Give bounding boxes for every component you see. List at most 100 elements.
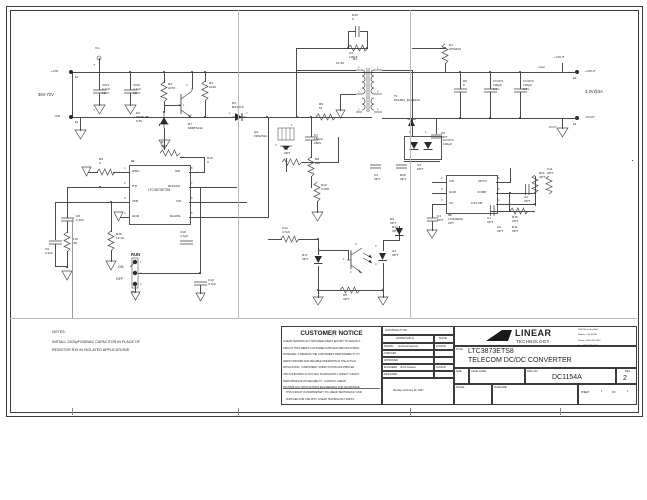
transformer-ref-t1: R1 [353, 57, 358, 61]
sheet-label: SHEET [581, 391, 590, 394]
approval-row-designer [382, 371, 434, 378]
wire-q1-base [164, 105, 181, 106]
notes-line-2: RESISTOR R19 IN ISOLATED APPLICATIONS [52, 347, 130, 352]
resistor-r3 [160, 81, 168, 103]
component-label-d4: COUT3 100µF [443, 138, 454, 146]
photodiode-u3 [378, 253, 387, 261]
node-r18-bot [66, 266, 69, 269]
diode-d3 [232, 113, 246, 121]
ic-u2-pinnum-5: 5 [498, 188, 500, 191]
ic-u2-pin-oc: OC [449, 201, 454, 205]
frame-tick-2 [238, 408, 239, 415]
company-addr-3: Phone: (408) 432-1900 [578, 339, 601, 342]
wire-u1-runss [189, 187, 237, 188]
node-ith [99, 186, 102, 189]
svg-text:1: 1 [377, 66, 379, 69]
notice-p-4: VERIFY PROPER AND RELIABLE OPERATION IN … [283, 359, 357, 363]
wire-r2-rail [412, 48, 445, 49]
jumper-jp1[interactable]: 1 2 3 [129, 257, 148, 292]
notice-p-6: CIRCUIT BOARD LAYOUT MAY SIGNIFICANTLY A… [283, 372, 360, 376]
net-label-minus-vout: -VOUT [548, 126, 557, 129]
wire-r18-bot [67, 251, 68, 268]
component-label-cout2: COUT1 100µF 6.3V [493, 79, 504, 91]
diode-d1 [407, 118, 416, 126]
component-label-r10: R10 0 [207, 156, 213, 164]
net-label-plus-vout: +VOUT [554, 55, 565, 59]
pin-q1-2: 2 [190, 114, 192, 117]
schematic-subtitle: TELECOM DC/DC CONVERTER [468, 357, 572, 364]
wire-r19-bus [318, 290, 384, 291]
transistor-opto-driver [347, 247, 363, 274]
component-label-d2: D2 PDZ6.8B 6.8V [136, 111, 149, 123]
approval-date-designer [434, 371, 454, 378]
ic-u2-opt: OPT [448, 221, 454, 225]
pin-d3-1: 1 [229, 112, 231, 115]
component-label-u4: U4 OPT [417, 163, 424, 171]
transformer-t1: 4 1 3 6 2 5 [356, 66, 382, 113]
component-label-cin2: CIN2 2.2µF 100V [133, 83, 142, 95]
ic-u1-pinnum-6: 6 [191, 197, 193, 200]
approval-row-engineer [382, 364, 434, 371]
schematic-title: LTC3873ETS8 [468, 348, 514, 355]
dwgno-cell [525, 368, 616, 384]
sheet-divider-h [10, 318, 637, 319]
wire-sec-d1 [412, 70, 413, 137]
diode-d2 [159, 112, 169, 128]
approval-role-engineer: ENGINEER [384, 366, 398, 369]
ic-u2-pin-gnd: GND [449, 190, 456, 194]
wire-d2-bot [164, 128, 165, 141]
filename-label: FILENAME: [494, 386, 508, 389]
wire-c10 [55, 202, 56, 240]
linear-logo-icon [486, 330, 512, 341]
title-cell [454, 346, 637, 368]
customer-notice-cell [281, 326, 382, 405]
terminal-ref-e4: E4 [75, 121, 79, 124]
wire-cout1-b [460, 92, 461, 118]
gnd-cin2 [124, 104, 137, 115]
dwgno-label: DWG NO [527, 370, 538, 373]
wire-cout3-b [520, 92, 521, 118]
wire-u1-sw-up [204, 157, 205, 173]
scale-label: SCALE: [456, 386, 465, 389]
resistor-r2 [441, 43, 449, 65]
gnd-r19-right [377, 296, 389, 306]
node-u2-comp [509, 192, 512, 195]
cage-label: CAGE CODE [471, 370, 487, 373]
date-label: DATE [439, 336, 447, 340]
date-stamp-cell [382, 378, 454, 405]
wire-voutret-gnd [562, 118, 563, 129]
terminal-sign-minus: − [93, 107, 96, 112]
pin-d2-1: 1 [159, 124, 161, 127]
resistor-r9 [96, 168, 116, 176]
approval-date-val-engineer: 10/04/06 [436, 366, 446, 369]
approval-row-checked [382, 350, 434, 357]
wire-c10-bot [55, 244, 56, 266]
ic-u1-pin-gnd: GND [132, 214, 139, 218]
ic-u1-body [129, 165, 191, 225]
wire-r1-rail [296, 48, 368, 49]
resistor-r6 [315, 113, 337, 121]
company-addr-2: Milpitas, CA 95035 [578, 334, 597, 337]
ic-u2-pinnum-2: 2 [441, 188, 443, 191]
wire-u1-vin [189, 202, 247, 203]
resistor-r1 [347, 44, 369, 52]
node-runss-c12 [199, 272, 202, 275]
ic-u1-pinnum-8: 8 [191, 167, 193, 170]
resistor-r11 [545, 175, 553, 195]
resistor-r19 [339, 286, 361, 294]
svg-text:1: 1 [140, 260, 142, 264]
gnd-t1-pri [335, 109, 346, 119]
wire-cin2-b [130, 93, 131, 106]
frame-tick-1 [72, 408, 73, 415]
resistor-r5 [281, 158, 303, 166]
wire-u3-bot [383, 263, 384, 290]
terminal-ref-e3: E3 [573, 123, 577, 126]
ic-u2-body [446, 175, 498, 214]
approval-role-designer: DESIGNER [384, 373, 398, 376]
component-label-c10: C9 2.2nF [45, 247, 54, 255]
component-label-d5: D6 OPT [390, 217, 397, 225]
pin-d3-2: 2 [246, 112, 248, 115]
terminal-label-minus-vin: -VIN [54, 114, 61, 118]
wire-jp1-to-runss [138, 273, 200, 274]
